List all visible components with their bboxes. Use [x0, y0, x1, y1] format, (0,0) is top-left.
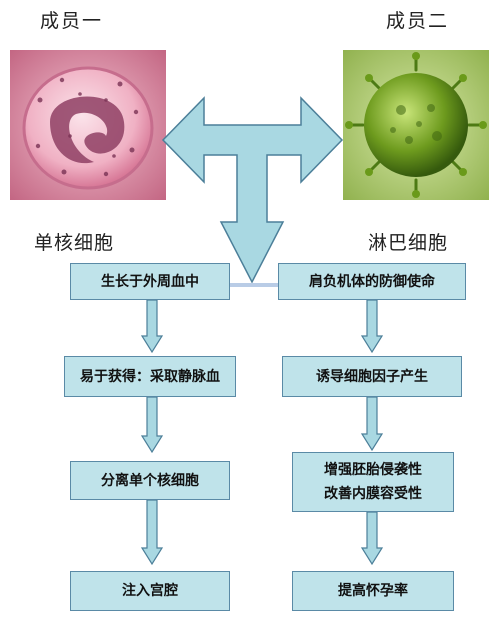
lymphocyte-name: 淋巴细胞: [368, 232, 449, 254]
monocyte-image: [10, 50, 166, 200]
member-two-label: 成员二: [386, 10, 450, 32]
left-step-4-text: 注入宫腔: [122, 583, 178, 599]
right-arrow-2: [360, 396, 384, 452]
left-step-4: 注入宫腔: [70, 571, 230, 611]
right-step-4-text: 提高怀孕率: [338, 583, 408, 599]
left-step-1: 生长于外周血中: [70, 263, 230, 300]
left-step-2: 易于获得：采取静脉血: [64, 356, 236, 397]
right-step-4: 提高怀孕率: [292, 571, 454, 611]
left-arrow-2: [140, 396, 164, 454]
double-headed-arrow: [161, 96, 344, 284]
right-step-3: 增强胚胎侵袭性 改善内膜容受性: [292, 452, 454, 512]
right-step-1: 肩负机体的防御使命: [278, 263, 466, 300]
left-step-2-text: 易于获得：采取静脉血: [80, 368, 220, 385]
lymphocyte-image: [343, 50, 489, 200]
left-step-3-text: 分离单个核细胞: [101, 472, 199, 489]
left-arrow-1: [140, 299, 164, 354]
right-step-2: 诱导细胞因子产生: [282, 356, 462, 397]
right-arrow-3: [360, 511, 384, 566]
right-flow-arrows: [360, 299, 384, 566]
member-one-label: 成员一: [40, 10, 104, 32]
right-arrow-1: [360, 299, 384, 354]
left-arrow-3: [140, 499, 164, 566]
monocyte-name: 单核细胞: [34, 232, 115, 254]
right-step-3-line-1: 增强胚胎侵袭性: [324, 462, 422, 478]
right-step-2-text: 诱导细胞因子产生: [316, 368, 428, 385]
right-step-3-line-2: 改善内膜容受性: [324, 486, 422, 502]
right-step-1-text: 肩负机体的防御使命: [309, 273, 435, 290]
left-step-3: 分离单个核细胞: [70, 461, 230, 500]
left-flow-arrows: [140, 299, 164, 566]
left-step-1-text: 生长于外周血中: [101, 273, 199, 290]
